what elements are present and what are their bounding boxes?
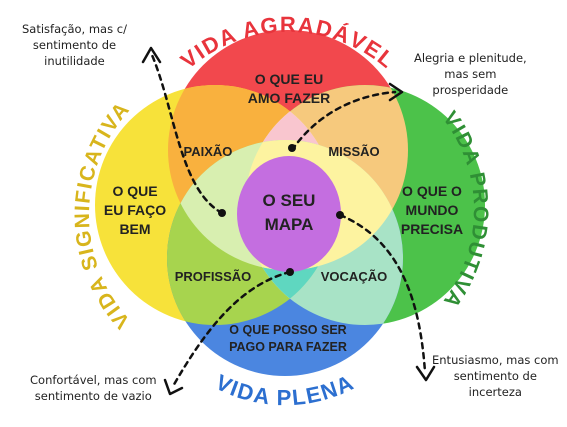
text-faco-bem-3: BEM xyxy=(119,221,150,237)
text-seu-mapa-2: MAPA xyxy=(265,215,314,234)
arrowhead-top-right xyxy=(388,82,404,102)
note-bottom-right: Entusiasmo, mas com sentimento de incert… xyxy=(432,352,559,400)
text-seu-mapa-1: O SEU xyxy=(263,191,316,210)
text-amo-fazer-1: O QUE EU xyxy=(255,71,323,87)
center-mapa xyxy=(237,156,341,272)
note-bottom-right-line2: sentimento de xyxy=(453,369,537,383)
text-mundo-precisa-3: PRECISA xyxy=(401,221,463,237)
arrow-top-left xyxy=(150,53,224,215)
arrowhead-top-left xyxy=(141,46,162,64)
arrowhead-bottom-left xyxy=(163,378,184,396)
note-top-right: Alegria e plenitude, mas sem prosperidad… xyxy=(414,50,527,98)
note-bottom-left: Confortável, mas com sentimento de vazio xyxy=(30,372,157,404)
arrow-dot-bottom-right xyxy=(336,211,344,219)
note-top-left-line2: sentimento de xyxy=(32,38,117,52)
text-faco-bem-2: EU FAÇO xyxy=(104,202,166,218)
text-amo-fazer-2: AMO FAZER xyxy=(248,90,330,106)
text-profissao: PROFISSÃO xyxy=(175,269,252,284)
text-faco-bem-1: O QUE xyxy=(112,183,157,199)
text-mundo-precisa-1: O QUE O xyxy=(402,183,462,199)
arrow-top-right xyxy=(290,90,397,152)
note-top-right-line3: prosperidade xyxy=(432,83,509,97)
note-bottom-left-line2: sentimento de vazio xyxy=(34,389,152,403)
note-bottom-left-line1: Confortável, mas com xyxy=(30,373,157,387)
text-paixao: PAIXÃO xyxy=(184,144,233,159)
text-mundo-precisa-2: MUNDO xyxy=(406,202,459,218)
text-pago-2: PAGO PARA FAZER xyxy=(229,340,347,354)
note-bottom-right-line3: incerteza xyxy=(468,385,522,399)
arrow-dot-bottom-left xyxy=(286,268,294,276)
note-top-left: Satisfação, mas c/ sentimento de inutili… xyxy=(22,21,127,69)
arrow-dot-top-left xyxy=(218,209,226,217)
text-vocacao: VOCAÇÃO xyxy=(321,269,387,284)
note-top-right-line2: mas sem xyxy=(444,67,497,81)
arrow-bottom-right xyxy=(338,213,427,374)
note-top-right-line1: Alegria e plenitude, xyxy=(414,51,527,65)
note-top-left-line1: Satisfação, mas c/ xyxy=(22,22,127,36)
text-pago-1: O QUE POSSO SER xyxy=(229,323,346,337)
arrowhead-bottom-right xyxy=(415,365,436,382)
note-top-left-line3: inutilidade xyxy=(44,54,105,68)
text-missao: MISSÃO xyxy=(328,144,379,159)
arrow-dot-top-right xyxy=(288,144,296,152)
note-bottom-right-line1: Entusiasmo, mas com xyxy=(432,353,559,367)
